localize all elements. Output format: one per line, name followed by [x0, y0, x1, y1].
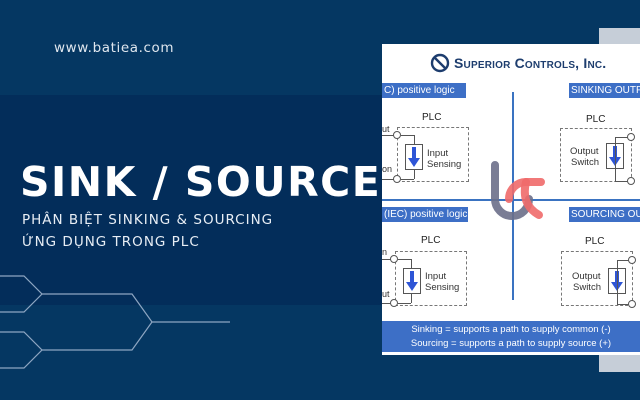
- page-title: SINK / SOURCE: [20, 158, 382, 206]
- site-url[interactable]: www.batiea.com: [54, 40, 175, 56]
- plc-label: PLC: [586, 114, 606, 125]
- box-text-line1: Input: [427, 148, 449, 159]
- quadrant-label-bottom-right: SOURCING OUT: [569, 207, 640, 222]
- terminal-label: ut: [382, 289, 390, 299]
- terminal-icon: [628, 256, 636, 264]
- quadrant-label-bottom-left: (IEC) positive logic: [382, 207, 468, 222]
- definition-bar: Sinking = supports a path to supply comm…: [382, 321, 640, 352]
- bt-logo-icon: [491, 161, 545, 220]
- terminal-label: n: [382, 247, 388, 257]
- superior-controls-logo-icon: [430, 53, 450, 73]
- brand-header: Superior Controls, Inc.: [430, 53, 606, 73]
- terminal-icon: [390, 255, 398, 263]
- terminal-icon: [628, 300, 636, 308]
- terminal-label: on: [382, 164, 393, 174]
- terminal-icon: [390, 299, 398, 307]
- sinking-definition: Sinking = supports a path to supply comm…: [411, 324, 611, 335]
- arrow-down-icon: [406, 271, 418, 291]
- plc-box: [397, 127, 469, 182]
- subtitle-line-1: PHÂN BIỆT SINKING & SOURCING: [22, 212, 274, 228]
- plc-box: [561, 251, 633, 306]
- box-text-line1: Input: [425, 271, 447, 282]
- diagram-card: Superior Controls, Inc. C) positive logi…: [382, 44, 640, 355]
- box-text-line1: Output: [570, 146, 599, 157]
- terminal-icon: [627, 133, 635, 141]
- box-text-line2: Sensing: [425, 282, 460, 293]
- sensor-block: [405, 144, 423, 170]
- box-text-line2: Switch: [571, 157, 599, 168]
- quadrant-label-top-left: C) positive logic: [382, 83, 466, 98]
- plc-label: PLC: [585, 236, 605, 247]
- plc-label: PLC: [421, 235, 441, 246]
- terminal-icon: [393, 131, 401, 139]
- plc-label: PLC: [422, 112, 442, 123]
- subtitle-line-2: ỨNG DỤNG TRONG PLC: [22, 234, 200, 250]
- terminal-icon: [393, 175, 401, 183]
- brand-name: Superior Controls, Inc.: [454, 55, 607, 71]
- sourcing-definition: Sourcing = supports a path to supply sou…: [410, 338, 612, 349]
- plc-box: [560, 128, 632, 182]
- box-text-line2: Sensing: [427, 159, 462, 170]
- terminal-label: ut: [382, 124, 390, 134]
- circuit-lines-decoration: [0, 275, 230, 369]
- quadrant-label-top-right: SINKING OUTPU: [569, 83, 640, 98]
- box-text-line2: Switch: [573, 282, 601, 293]
- terminal-icon: [627, 177, 635, 185]
- box-text-line1: Output: [572, 271, 601, 282]
- arrow-down-icon: [408, 147, 420, 167]
- sensor-block: [403, 268, 421, 294]
- plc-box: [395, 251, 467, 306]
